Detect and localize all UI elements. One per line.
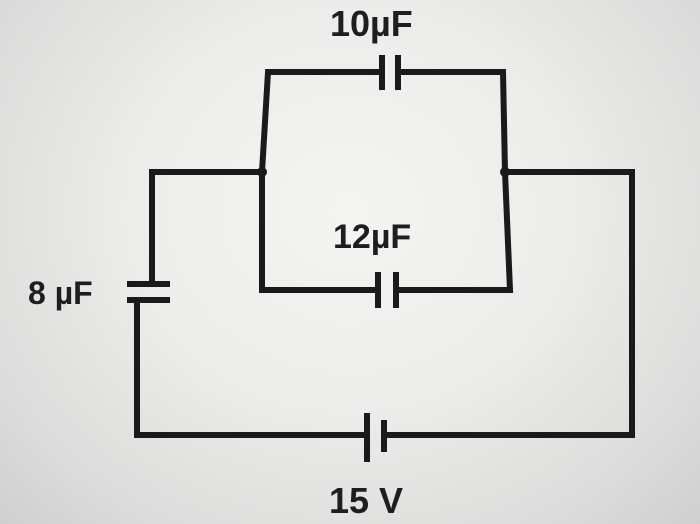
outer-loop-wires bbox=[134, 169, 635, 438]
wire-parallel-right bbox=[397, 69, 514, 293]
wire-bottom-right bbox=[382, 169, 635, 438]
label-battery: 15 V bbox=[329, 480, 403, 521]
label-capacitor-left: 8 µF bbox=[28, 275, 93, 311]
parallel-branch-wires bbox=[259, 69, 514, 293]
junction-left bbox=[257, 167, 267, 177]
wire-parallel-left bbox=[259, 69, 383, 293]
battery bbox=[364, 413, 387, 462]
label-capacitor-middle: 12µF bbox=[333, 218, 411, 256]
junction-right bbox=[500, 167, 510, 177]
capacitor-top bbox=[379, 55, 401, 90]
capacitor-left bbox=[127, 281, 170, 303]
label-capacitor-top: 10µF bbox=[330, 3, 413, 44]
wire-top-left bbox=[149, 169, 265, 285]
wire-bottom-left bbox=[134, 302, 368, 438]
capacitor-middle bbox=[375, 272, 399, 308]
